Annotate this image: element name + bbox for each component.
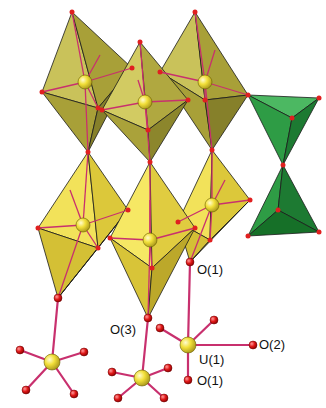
top-bonds: [42, 12, 248, 162]
oxygen-atoms: [16, 258, 257, 402]
atom-label: O(3): [110, 322, 136, 337]
atom-label: O(1): [197, 262, 223, 277]
oxygen-vertices: [36, 10, 322, 271]
uranium-octahedra-top: [42, 12, 248, 162]
uranium-atoms: [44, 337, 196, 386]
uranium-spheres: [76, 75, 219, 247]
middle-bonds: [38, 150, 250, 318]
tetrahedra: [248, 95, 319, 236]
atom-label: O(1): [197, 373, 223, 388]
uranium-octahedra-middle: [38, 150, 250, 318]
atom-label: O(2): [259, 337, 285, 352]
ball-stick-bonds: [20, 262, 253, 398]
atom-label: U(1): [199, 352, 224, 367]
